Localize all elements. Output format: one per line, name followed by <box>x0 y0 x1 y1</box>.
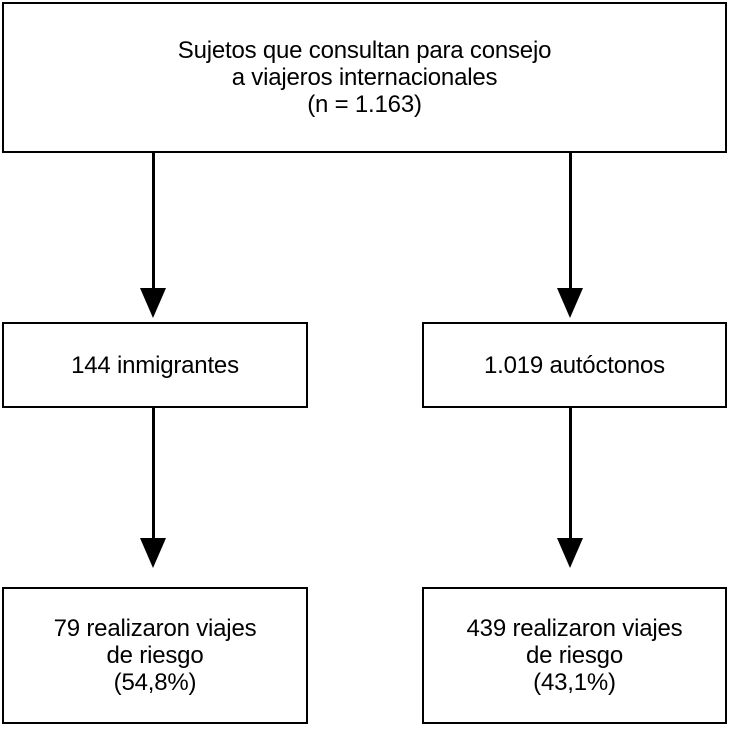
arrow-to-immigrants-stem <box>152 153 155 290</box>
natives-outcome-line-1: 439 realizaron viajes <box>466 615 683 642</box>
immigrants-outcome-line-1: 79 realizaron viajes <box>53 615 257 642</box>
arrow-to-natives-outcome-head <box>557 538 583 568</box>
box-natives-outcome: 439 realizaron viajes de riesgo (43,1%) <box>422 587 727 724</box>
arrow-to-immigrants-outcome-stem <box>152 408 155 539</box>
immigrants-outcome-line-2: de riesgo <box>106 642 204 669</box>
box-immigrants: 144 inmigrantes <box>2 322 308 408</box>
arrow-to-natives-stem <box>569 153 572 290</box>
box-natives: 1.019 autóctonos <box>422 322 727 408</box>
arrow-to-natives-head <box>557 288 583 318</box>
arrow-to-natives-outcome-stem <box>569 408 572 539</box>
box-immigrants-outcome: 79 realizaron viajes de riesgo (54,8%) <box>2 587 308 724</box>
arrow-to-immigrants-outcome-head <box>140 538 166 568</box>
total-subjects-line-3: (n = 1.163) <box>307 91 422 118</box>
box-total-subjects-text: Sujetos que consultan para consejo a via… <box>177 37 552 118</box>
natives-outcome-line-2: de riesgo <box>526 642 623 669</box>
total-subjects-line-2: a viajeros internacionales <box>231 64 498 91</box>
box-natives-outcome-text: 439 realizaron viajes de riesgo (43,1%) <box>467 615 683 696</box>
box-immigrants-outcome-text: 79 realizaron viajes de riesgo (54,8%) <box>54 615 257 696</box>
immigrants-outcome-line-3: (54,8%) <box>113 669 197 696</box>
box-natives-text: 1.019 autóctonos <box>484 351 665 379</box>
arrow-to-immigrants-head <box>140 288 166 318</box>
natives-outcome-line-3: (43,1%) <box>533 669 616 696</box>
box-total-subjects: Sujetos que consultan para consejo a via… <box>2 2 727 153</box>
total-subjects-line-1: Sujetos que consultan para consejo <box>177 37 552 64</box>
box-immigrants-text: 144 inmigrantes <box>71 351 239 379</box>
